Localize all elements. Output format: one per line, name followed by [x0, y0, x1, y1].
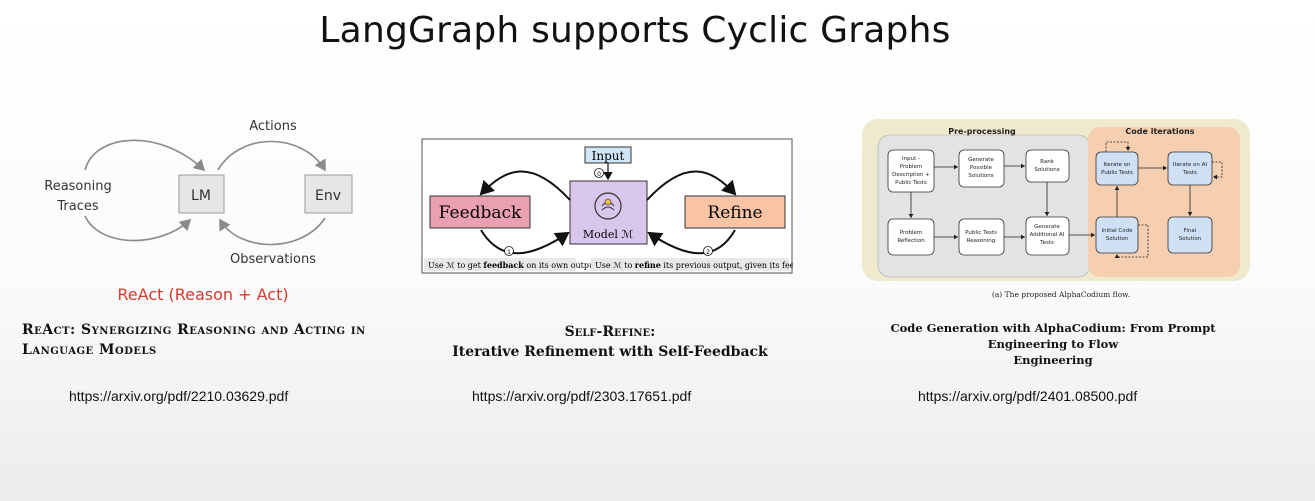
- react-diagram: LM Env Actions Observations Reasoning Tr…: [44, 119, 353, 304]
- svg-text:Problem: Problem: [900, 164, 923, 170]
- svg-text:Solution: Solution: [1106, 236, 1129, 242]
- code-iterations-panel: [1088, 127, 1240, 277]
- svg-text:Solutions: Solutions: [1034, 167, 1059, 173]
- alphacodium-paper-title-line1: Code Generation with AlphaCodium: From P…: [890, 321, 1216, 351]
- model-box: [569, 180, 648, 245]
- svg-text:Reflection: Reflection: [897, 238, 925, 244]
- reasoning-loop-bottom-arrow: [84, 215, 192, 242]
- svg-text:Public Tests: Public Tests: [965, 230, 997, 236]
- self-refine-diagram: Input 0 Model ℳ Feedback Refine 1 2 Use …: [421, 138, 793, 274]
- svg-text:Reasoning: Reasoning: [967, 238, 996, 244]
- env-label: Env: [315, 188, 341, 204]
- svg-text:Problem: Problem: [900, 230, 923, 236]
- box-reflection: Problem Reflection: [887, 218, 935, 256]
- box-generate-solutions: Generate Possible Solutions: [958, 149, 1005, 188]
- svg-text:Additional AI: Additional AI: [1030, 232, 1065, 238]
- preprocessing-label: Pre-processing: [948, 127, 1016, 136]
- feedback-box: [429, 195, 531, 229]
- alphacodium-paper-title-line2: Engineering: [1013, 353, 1093, 367]
- actions-arrow: [217, 140, 326, 172]
- reasoning-loop-top-arrow: [84, 139, 206, 172]
- alphacodium-url[interactable]: https://arxiv.org/pdf/2401.08500.pdf: [918, 388, 1138, 404]
- svg-text:Public Tests: Public Tests: [1101, 170, 1133, 176]
- code-iterations-label: Code iterations: [1125, 127, 1194, 136]
- box-input: Input - Problem Description + Public Tes…: [887, 149, 935, 193]
- box-iterate-public: Iterate on Public Tests: [1095, 151, 1139, 186]
- to-feedback-arrow: [479, 170, 571, 201]
- brain-icon: [594, 192, 622, 220]
- from-refine-arrow: [647, 229, 736, 255]
- alphacodium-caption: (a) The proposed AlphaCodium flow.: [992, 290, 1130, 299]
- self-refine-paper-title-line1: Self-Refine:: [564, 324, 656, 340]
- svg-text:Initial Code: Initial Code: [1101, 228, 1133, 234]
- slide-title: LangGraph supports Cyclic Graphs: [319, 10, 951, 51]
- react-paper-title-line1: ReAct: Synergizing Reasoning and Acting …: [22, 322, 366, 338]
- step-2: 2: [706, 249, 710, 256]
- box-rank: Rank Solutions: [1025, 149, 1070, 183]
- step-0: 0: [597, 171, 601, 178]
- react-url[interactable]: https://arxiv.org/pdf/2210.03629.pdf: [69, 388, 289, 404]
- svg-text:Input -: Input -: [902, 156, 920, 162]
- svg-text:Public Tests: Public Tests: [895, 180, 927, 186]
- svg-text:Tests: Tests: [1039, 240, 1054, 246]
- box-iterate-ai: Iterate on AI Tests: [1167, 151, 1213, 186]
- alphacodium-paper-title: Code Generation with AlphaCodium: From P…: [855, 320, 1251, 368]
- svg-text:Iterate on AI: Iterate on AI: [1173, 162, 1207, 168]
- refine-label: Refine: [707, 203, 762, 223]
- lm-label: LM: [191, 188, 211, 204]
- alphacodium-diagram: Pre-processing Code iterations Input - P…: [862, 119, 1250, 299]
- svg-text:Possible: Possible: [970, 165, 993, 171]
- observations-label: Observations: [230, 252, 316, 267]
- flow-arrows: [908, 141, 1223, 258]
- step-1: 1: [507, 249, 511, 256]
- svg-text:Generate: Generate: [1034, 224, 1060, 230]
- reasoning-label: Reasoning: [44, 179, 111, 194]
- self-refine-url[interactable]: https://arxiv.org/pdf/2303.17651.pdf: [472, 388, 692, 404]
- to-refine-arrow: [646, 170, 737, 201]
- from-feedback-arrow: [480, 229, 570, 255]
- svg-text:Iterate on: Iterate on: [1104, 162, 1131, 168]
- svg-text:Rank: Rank: [1040, 159, 1055, 165]
- react-caption: ReAct (Reason + Act): [117, 285, 288, 304]
- feedback-note: Use ℳ to get feedback on its own output: [428, 260, 598, 270]
- svg-text:Generate: Generate: [968, 157, 994, 163]
- self-refine-paper-title: Self-Refine: Iterative Refinement with S…: [440, 322, 780, 362]
- observations-arrow: [219, 217, 326, 246]
- model-label: Model ℳ: [583, 228, 633, 241]
- feedback-label: Feedback: [439, 203, 522, 223]
- box-final: Final Solution: [1167, 216, 1213, 254]
- actions-label: Actions: [249, 119, 297, 134]
- react-paper-title-line2: Language Models: [22, 342, 157, 358]
- refine-note: Use ℳ to refine its previous output, giv…: [595, 260, 793, 270]
- box-public-reasoning: Public Tests Reasoning: [958, 218, 1005, 256]
- lm-box: [178, 174, 225, 214]
- self-refine-paper-title-line2: Iterative Refinement with Self-Feedback: [452, 344, 768, 360]
- svg-text:Description +: Description +: [892, 172, 930, 178]
- input-label: Input: [592, 149, 625, 163]
- traces-label: Traces: [56, 199, 98, 214]
- box-initial-code: Initial Code Solution: [1095, 216, 1139, 254]
- refine-box: [684, 195, 786, 229]
- svg-text:Final: Final: [1184, 228, 1197, 234]
- env-box: [304, 174, 353, 214]
- svg-text:Tests: Tests: [1182, 170, 1197, 176]
- react-paper-title: ReAct: Synergizing Reasoning and Acting …: [22, 320, 366, 360]
- svg-text:Solution: Solution: [1179, 236, 1202, 242]
- svg-text:Solutions: Solutions: [968, 173, 993, 179]
- box-generate-ai-tests: Generate Additional AI Tests: [1025, 216, 1070, 256]
